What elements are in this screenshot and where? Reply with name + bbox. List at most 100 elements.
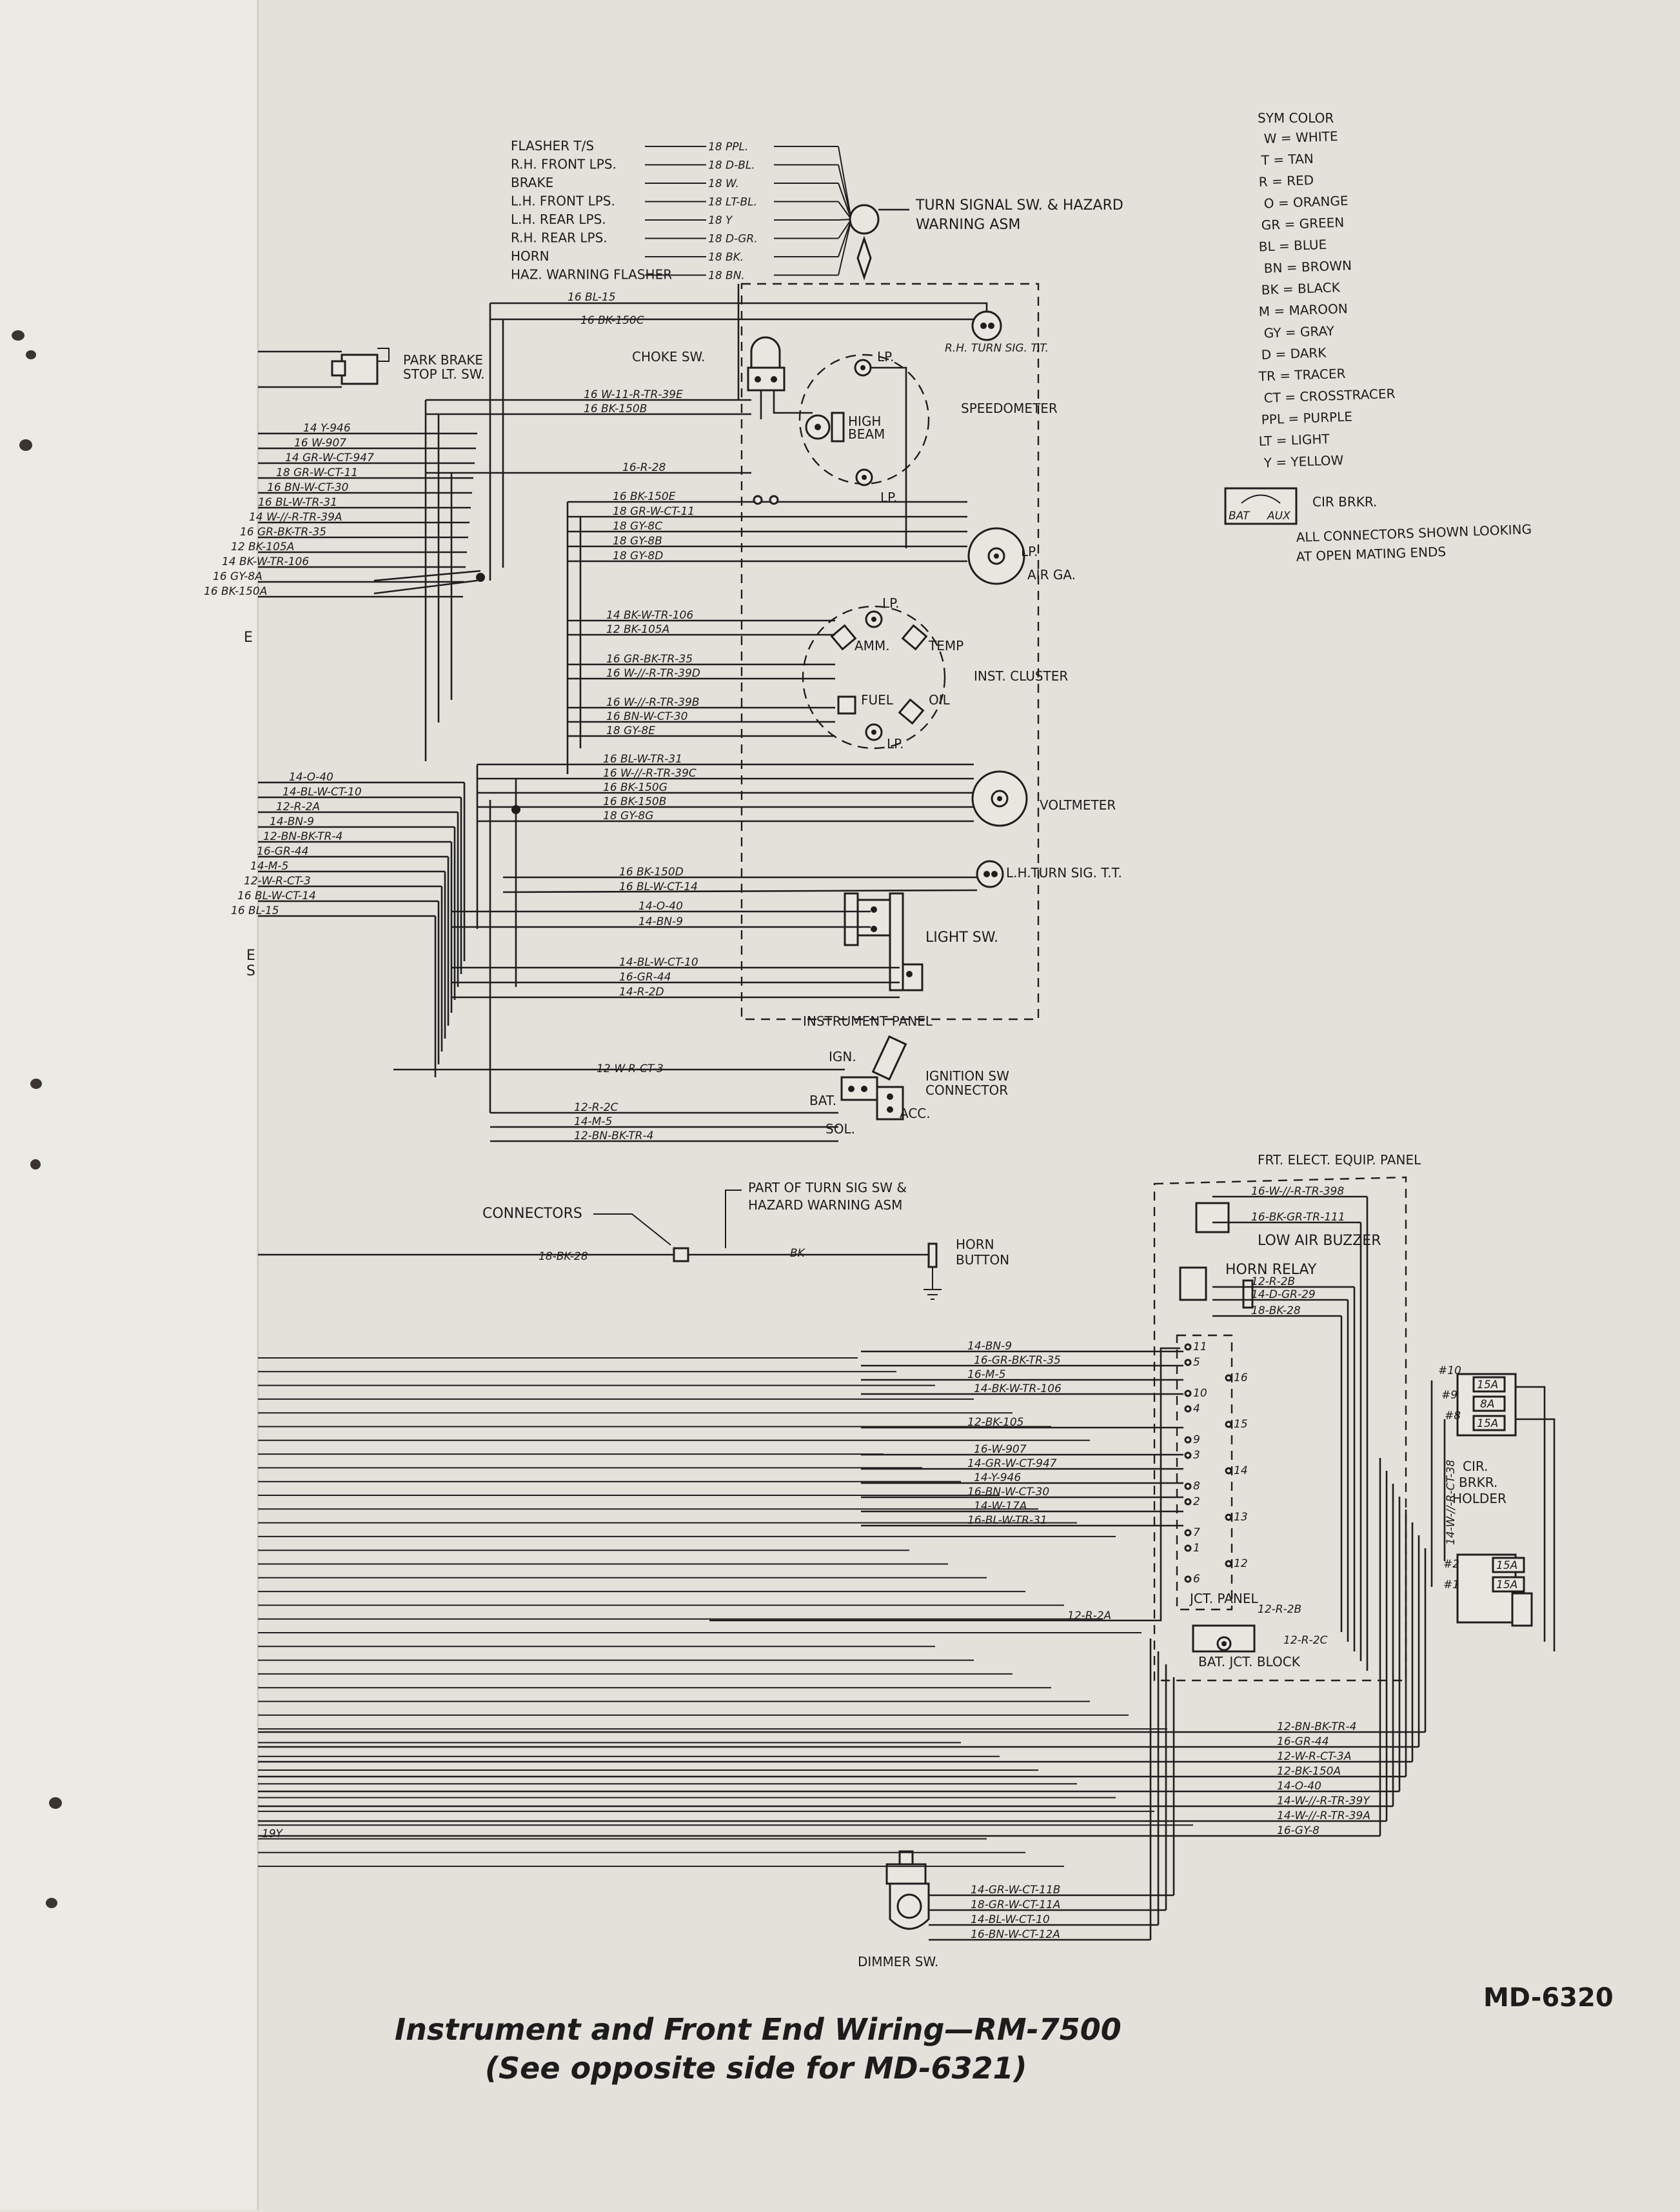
- right-bundle-label: 14-W-//-R-TR-39Y: [1277, 1795, 1370, 1808]
- dimmer-switch: DIMMER SW.: [858, 1850, 938, 1969]
- jct-pin: [1184, 1405, 1192, 1413]
- legend-header: SYM COLOR: [1258, 110, 1334, 126]
- jct-pin-label: 10: [1193, 1387, 1207, 1400]
- legend-item: BK = BLACK: [1261, 279, 1341, 297]
- legend-item: T = TAN: [1260, 151, 1314, 168]
- lh-turn-indicator: L.H.TURN SIG. T.T.: [976, 860, 1122, 888]
- wire: [838, 183, 852, 220]
- air-wire-label: 18 GY-8D: [613, 550, 663, 563]
- svg-text:LIGHT SW.: LIGHT SW.: [925, 930, 998, 946]
- svg-text:BAT: BAT: [1229, 510, 1250, 523]
- jct-pin: [1184, 1482, 1192, 1490]
- svg-text:AIR GA.: AIR GA.: [1027, 567, 1076, 583]
- fuel-wire-label: 16 W-//-R-TR-39B: [606, 696, 700, 709]
- lower-left-wire-label: 14-O-40: [289, 771, 333, 784]
- lower-left-wire-label: 12-W-R-CT-3: [244, 875, 311, 888]
- svg-text:IGNITION SW: IGNITION SW: [925, 1068, 1009, 1084]
- mid-left-wire-label: 16 BK-150A: [204, 585, 267, 598]
- cir-brkr-label: CIR BRKR.: [1312, 494, 1377, 510]
- speedometer: LP. LP. HIGH BEAM SPEEDOMETER: [798, 349, 1058, 505]
- jct-pin: [1184, 1359, 1192, 1366]
- circuit-name: FLASHER T/S: [511, 138, 594, 154]
- svg-text:HOLDER: HOLDER: [1452, 1491, 1507, 1506]
- svg-text:LP.: LP.: [887, 736, 904, 752]
- circuit-name: R.H. FRONT LPS.: [511, 157, 617, 172]
- wire: [838, 219, 852, 257]
- ign-bottom-wire-label: 12-R-2C: [574, 1101, 618, 1114]
- right-bundle-label: 16-GR-44: [1277, 1735, 1329, 1748]
- jct-wire-label: 16-M-5: [967, 1368, 1005, 1381]
- lh-tt-wire-label: 16 BK-150D: [619, 866, 684, 879]
- fuel-wire-label: 16 BN-W-CT-30: [606, 710, 687, 723]
- circuit-wire: 18 W.: [708, 177, 739, 190]
- caption-line1: Instrument and Front End Wiring—RM-7500: [395, 2012, 1122, 2047]
- horn-relay: HORN RELAY: [1179, 1262, 1317, 1309]
- mid-left-wire-label: 14 W-//-R-TR-39A: [249, 511, 342, 524]
- jct-bottom-label: 12-R-2B: [1258, 1603, 1301, 1616]
- wire: [838, 219, 852, 275]
- jct-bottom-label: 12-R-2C: [1283, 1634, 1328, 1647]
- wire: [373, 570, 481, 582]
- jct-pin-label: 15: [1234, 1418, 1248, 1431]
- frt-wire-label: 14-D-GR-29: [1251, 1288, 1316, 1301]
- jct-pin-label: 2: [1193, 1495, 1200, 1508]
- junction-panel: [1176, 1334, 1233, 1611]
- jct-pin-label: 9: [1193, 1433, 1200, 1446]
- jct-pin: [1225, 1467, 1232, 1475]
- air-wire-label: 18 GY-8C: [613, 520, 662, 533]
- light-switch: LIGHT SW.: [844, 892, 998, 991]
- svg-text:LP.: LP.: [880, 490, 897, 505]
- svg-text:BUTTON: BUTTON: [956, 1252, 1009, 1268]
- amm-wire-label: 12 BK-105A: [606, 623, 669, 636]
- circuit-wire: 18 D-BL.: [708, 159, 755, 172]
- dimmer-wire-label: 18-GR-W-CT-11A: [971, 1898, 1060, 1911]
- jct-pin-label: 4: [1193, 1402, 1200, 1415]
- svg-text:LP.: LP.: [882, 595, 899, 611]
- jct-pin-label: 8: [1193, 1480, 1200, 1493]
- svg-text:CONNECTORS: CONNECTORS: [482, 1206, 582, 1222]
- drawing-number: MD-6320: [1483, 1983, 1614, 2013]
- legend-item: PPL = PURPLE: [1261, 409, 1352, 428]
- frt-wire-label: 16-BK-GR-TR-111: [1251, 1211, 1345, 1224]
- front-electrical-panel-label: FRT. ELECT. EQUIP. PANEL: [1258, 1152, 1421, 1168]
- light-wire-label: 14-BN-9: [638, 915, 683, 928]
- turn-signal-label-2: WARNING ASM: [916, 217, 1020, 233]
- jct-pin: [1184, 1436, 1192, 1444]
- right-bundle-label: 12-W-R-CT-3A: [1277, 1750, 1351, 1763]
- wire: [709, 1347, 1180, 1622]
- svg-text:INST. CLUSTER: INST. CLUSTER: [974, 668, 1068, 684]
- cir-brkr-symbol: [1224, 487, 1298, 525]
- circuit-breaker-holder: 15A 8A 15A 15A 15A #10 #9 #8 #2 #1 CIR. …: [1438, 1364, 1533, 1627]
- svg-text:15A: 15A: [1496, 1579, 1517, 1591]
- speedo-wire-label: 16 BK-150B: [584, 403, 647, 415]
- svg-text:15A: 15A: [1477, 1417, 1498, 1430]
- jct-pin: [1184, 1529, 1192, 1537]
- air-wire-label: 16 BK-150E: [613, 490, 676, 503]
- svg-text:TEMP: TEMP: [928, 638, 964, 653]
- svg-text:BAT. JCT. BLOCK: BAT. JCT. BLOCK: [1198, 1654, 1301, 1669]
- legend-item: M = MAROON: [1258, 301, 1348, 319]
- splice-dot: [511, 805, 520, 814]
- volt-wire-label: 16 W-//-R-TR-39C: [603, 767, 697, 780]
- circuit-wire: 18 BN.: [708, 270, 745, 283]
- lower-left-wire-label: 12-R-2A: [276, 801, 320, 813]
- svg-text:SPEEDOMETER: SPEEDOMETER: [961, 401, 1058, 416]
- right-bundle-label: 16-GY-8: [1277, 1824, 1319, 1837]
- circuit-wire: 18 LT-BL.: [708, 196, 757, 209]
- svg-text:14-W-//-R-CT-38: 14-W-//-R-CT-38: [1445, 1460, 1458, 1545]
- light-wire-label: 14-R-2D: [619, 986, 664, 999]
- instrument-panel-label: INSTRUMENT PANEL: [803, 1013, 933, 1029]
- legend-item: LT = LIGHT: [1258, 431, 1330, 449]
- left-cut-label: E: [244, 630, 253, 646]
- jct-wire-label: 14-BN-9: [967, 1340, 1012, 1353]
- light-wire-label: 16-GR-44: [619, 971, 671, 984]
- volt-wire-label: 16 BK-150G: [603, 781, 667, 794]
- svg-text:PARK BRAKE: PARK BRAKE: [403, 352, 483, 368]
- svg-text:HORN RELAY: HORN RELAY: [1225, 1262, 1317, 1278]
- frt-wire-label: 12-R-2B: [1251, 1275, 1295, 1288]
- mid-left-wire-label: 14 GR-W-CT-947: [285, 452, 374, 464]
